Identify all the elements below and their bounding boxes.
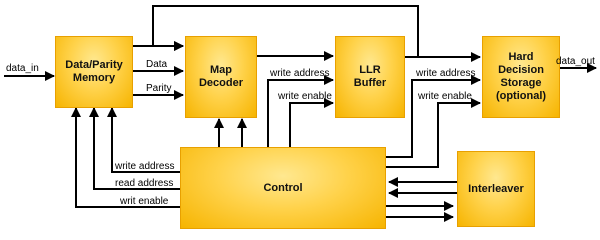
arrow-feedback-llr-to-decoder xyxy=(152,5,419,57)
arrow-ctrl-write-enable xyxy=(71,107,180,208)
arrow-llr-write-address xyxy=(267,75,334,147)
interleaver-block: Interleaver xyxy=(457,151,535,227)
map-decoder-block: Map Decoder xyxy=(185,36,257,118)
signal-parity: Parity xyxy=(146,83,172,94)
signal-hard-write-enable: write enable xyxy=(418,91,472,102)
llr-buffer-block: LLR Buffer xyxy=(335,36,405,118)
signal-ctrl-write-enable: writ enable xyxy=(120,196,169,207)
arrow-hard-write-enable xyxy=(386,98,481,168)
signal-data-in: data_in xyxy=(6,63,39,74)
signal-ctrl-read-address: read address xyxy=(115,178,174,189)
hard-decision-storage-block: Hard Decision Storage (optional) xyxy=(482,36,560,118)
arrow-ctrl-read-address xyxy=(89,107,180,190)
control-block: Control xyxy=(180,147,386,229)
data-parity-memory-block: Data/Parity Memory xyxy=(55,36,133,108)
signal-hard-write-address: write address xyxy=(416,68,476,79)
signal-llr-write-enable: write enable xyxy=(278,91,332,102)
arrow-ctrl-write-address xyxy=(107,107,180,173)
signal-ctrl-write-address: write address xyxy=(115,161,175,172)
signal-data-out: data_out xyxy=(556,56,595,67)
signal-llr-write-address: write address xyxy=(270,68,330,79)
arrow-llr-write-enable xyxy=(289,98,334,147)
arrow-hard-write-address xyxy=(386,75,481,158)
signal-data: Data xyxy=(146,59,168,70)
